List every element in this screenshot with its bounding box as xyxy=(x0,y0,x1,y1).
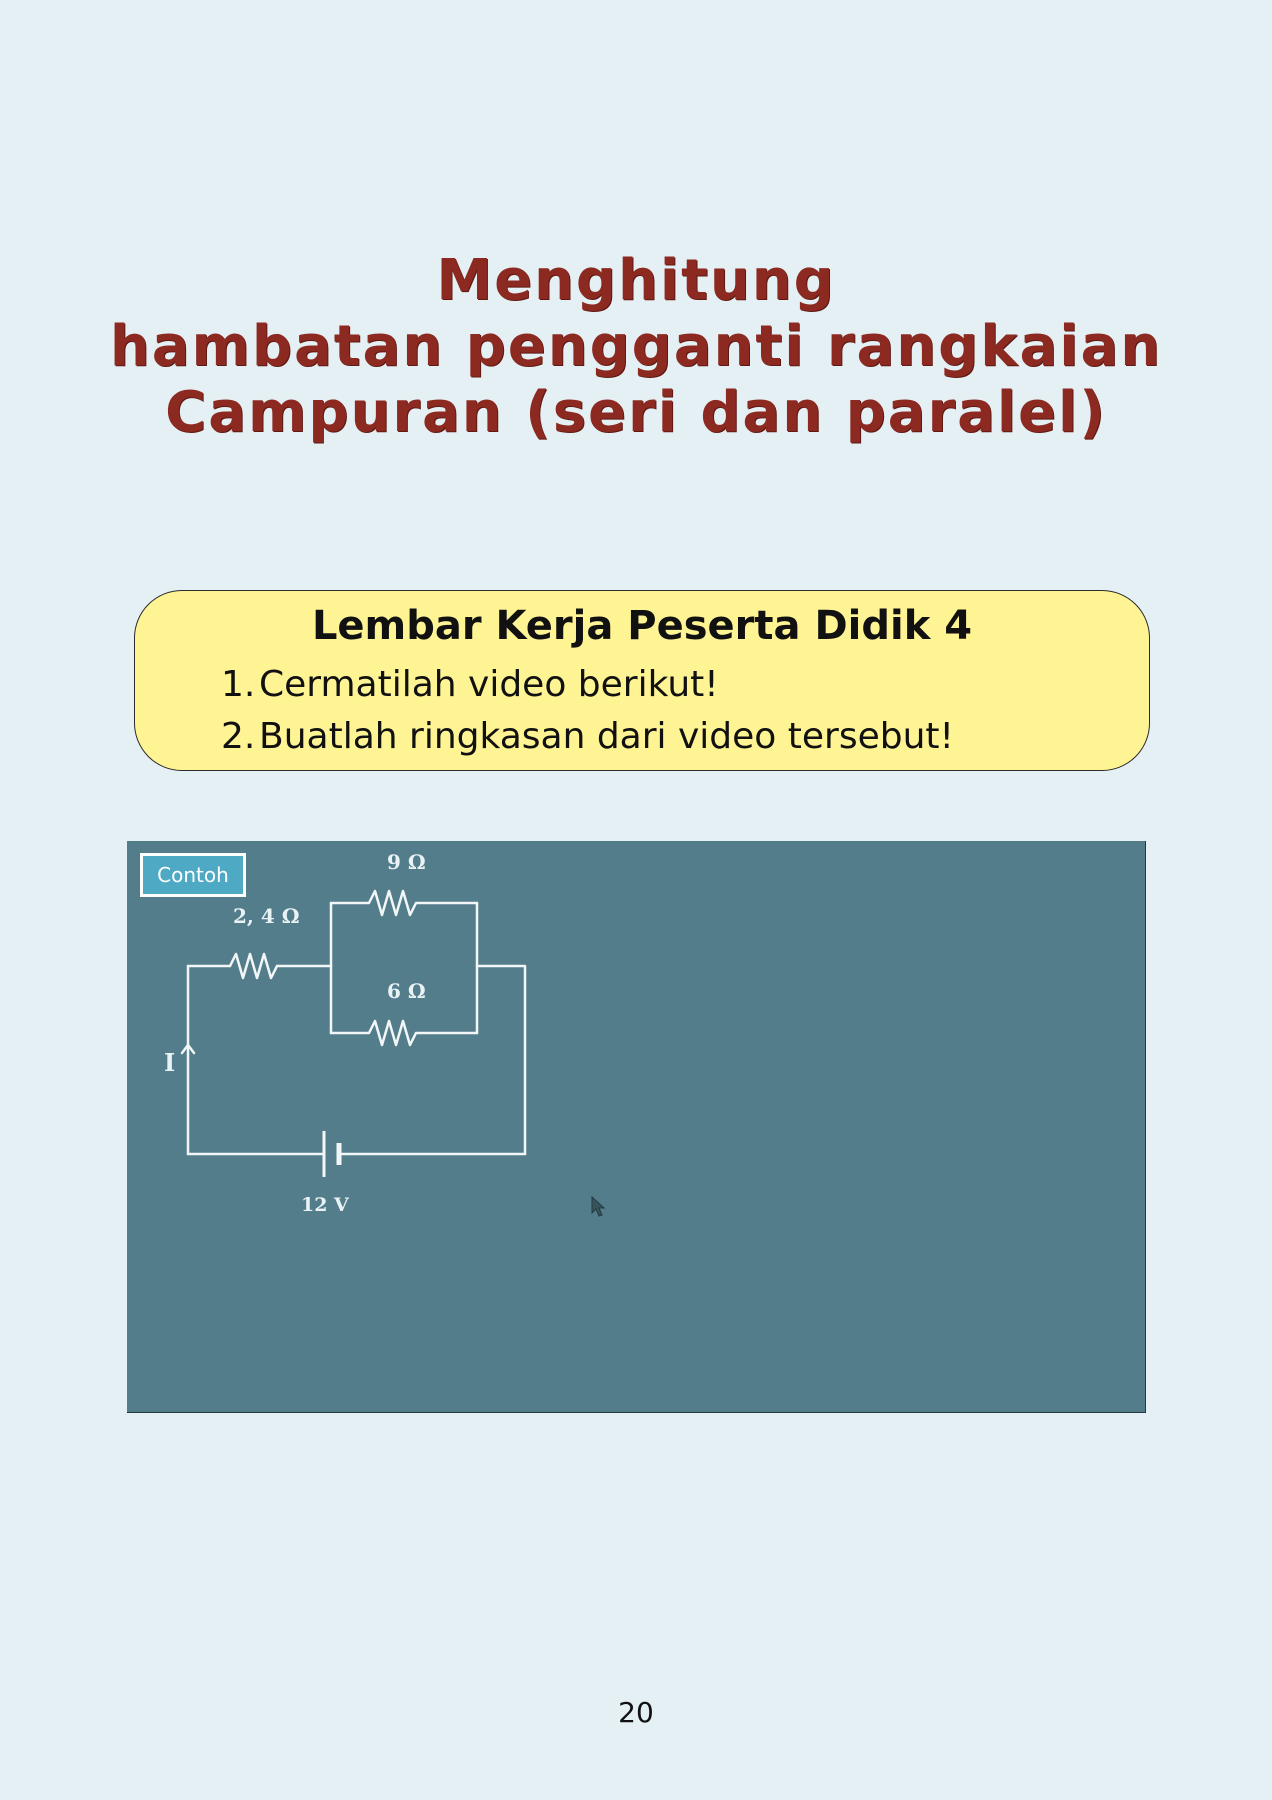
title-line-2: hambatan pengganti rangkaian xyxy=(109,314,1163,379)
instruction-item: 2.Buatlah ringkasan dari video tersebut! xyxy=(221,711,954,763)
instruction-text: Cermatilah video berikut! xyxy=(259,664,719,705)
label-r-parallel-top: 9 Ω xyxy=(387,850,426,874)
title-line-3: Campuran (seri dan paralel) xyxy=(165,380,1107,445)
label-battery: 12 V xyxy=(301,1194,350,1216)
label-r-parallel-bottom: 6 Ω xyxy=(387,979,426,1003)
wire-branch-top xyxy=(329,889,479,917)
instruction-text: Buatlah ringkasan dari video tersebut! xyxy=(259,716,954,757)
worksheet-instructions: 1.Cermatilah video berikut! 2.Buatlah ri… xyxy=(221,659,954,763)
label-current: I xyxy=(164,1048,175,1077)
worksheet-heading: Lembar Kerja Peserta Didik 4 xyxy=(311,603,973,649)
example-badge: Contoh xyxy=(140,853,246,897)
current-arrow xyxy=(180,1043,196,1055)
label-r-series: 2, 4 Ω xyxy=(233,904,300,928)
circuit-diagram: 2, 4 Ω 9 Ω 6 Ω I 12 V xyxy=(164,850,527,1216)
page-title: Menghitung hambatan pengganti rangkaian … xyxy=(0,248,1272,446)
mouse-cursor-icon xyxy=(591,1196,606,1217)
title-line-1: Menghitung xyxy=(436,248,836,313)
wire-right xyxy=(475,964,527,1156)
instruction-item: 1.Cermatilah video berikut! xyxy=(221,659,954,711)
resistor-series xyxy=(228,952,279,980)
wire-branch-bottom xyxy=(329,1019,479,1047)
page-number: 20 xyxy=(618,1696,654,1729)
worksheet-box: Lembar Kerja Peserta Didik 4 1.Cermatila… xyxy=(134,590,1150,771)
instruction-number: 2. xyxy=(221,716,256,757)
video-player[interactable]: Contoh xyxy=(127,841,1146,1413)
instruction-number: 1. xyxy=(221,664,256,705)
